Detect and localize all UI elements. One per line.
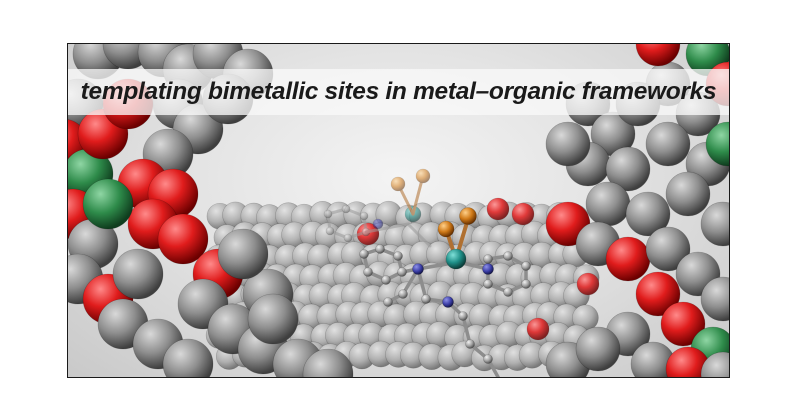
carbon-atom [700, 276, 729, 322]
nitrogen-atom [412, 263, 424, 275]
carbon-atom [503, 287, 513, 297]
carbon-atom [393, 251, 403, 261]
carbon-atom [521, 279, 531, 289]
figure-title: templating bimetallic sites in metal–org… [80, 78, 717, 105]
carbon-atom [359, 249, 369, 259]
mof-pore-illustration [68, 44, 729, 377]
title-banner: templating bimetallic sites in metal–org… [68, 69, 729, 115]
carbon-atom [483, 254, 493, 264]
halide-atom [437, 220, 455, 238]
carbon-atom [585, 181, 631, 227]
carbon-atom [575, 326, 621, 372]
oxygen-atom [576, 272, 600, 296]
carbon-atom [363, 267, 373, 277]
carbon-atom [341, 204, 351, 214]
carbon-atom [421, 294, 431, 304]
carbon-atom [645, 121, 691, 167]
oxygen-atom [660, 301, 706, 347]
carbon-atom [665, 171, 711, 217]
ghost-molecule-back [323, 168, 432, 248]
carbon-atom [645, 226, 691, 272]
carbon-atom [465, 339, 475, 349]
bond-line [364, 222, 410, 234]
carbon-atom [700, 351, 729, 377]
oxygen-atom [526, 317, 550, 341]
metal-center-atom [445, 248, 467, 270]
carbon-atom [545, 121, 591, 167]
carbon-atom [217, 228, 269, 280]
oxygen-atom [605, 236, 651, 282]
oxygen-atom [635, 271, 681, 317]
oxygen-atom [157, 213, 209, 265]
carbon-atom [323, 209, 333, 219]
carbon-atom [521, 261, 531, 271]
bimetallic-complex [359, 207, 531, 377]
carbon-atom [381, 275, 391, 285]
carbon-atom [483, 279, 493, 289]
carbon-atom [605, 146, 651, 192]
halide-atom [415, 168, 431, 184]
oxygen-atom [635, 44, 681, 67]
carbon-atom [458, 311, 468, 321]
nitrogen-atom [372, 218, 384, 230]
carbon-atom [625, 191, 671, 237]
carbon-atom [302, 348, 354, 377]
carbon-atom [383, 297, 393, 307]
oxygen-atom [511, 202, 535, 226]
bond-line [461, 314, 472, 346]
carbon-atom [397, 267, 407, 277]
carbon-atom [343, 233, 353, 243]
halide-atom [459, 207, 477, 225]
carbon-atom [398, 289, 408, 299]
carbon-atom [503, 251, 513, 261]
halide-atom [390, 176, 406, 192]
carbon-atom [359, 211, 369, 221]
carbon-atom [375, 244, 385, 254]
carbon-atom [112, 248, 164, 300]
nitrogen-atom [442, 296, 454, 308]
oxygen-atom [486, 197, 510, 221]
carbon-atom [700, 201, 729, 247]
metal-node-atom [82, 178, 134, 230]
nitrogen-atom [482, 263, 494, 275]
carbon-atom [483, 354, 493, 364]
carbon-atom [162, 338, 214, 377]
carbon-atom [325, 226, 335, 236]
carbon-atom [247, 293, 299, 345]
bond-line [406, 222, 432, 248]
graphic-frame: templating bimetallic sites in metal–org… [67, 43, 730, 378]
metal-node-atom [705, 121, 729, 167]
